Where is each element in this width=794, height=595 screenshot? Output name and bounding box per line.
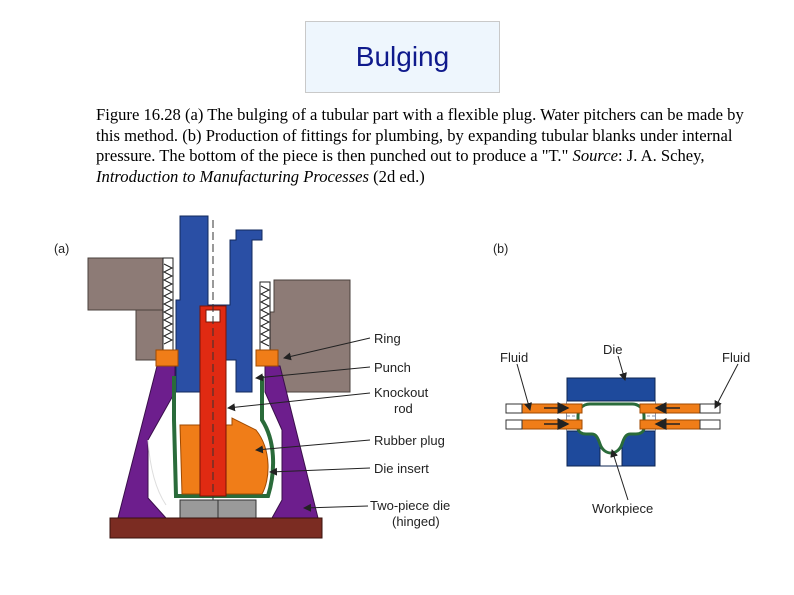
title-box: Bulging <box>305 21 500 93</box>
press-blocks <box>87 257 351 393</box>
two-piece-die <box>117 365 319 519</box>
fluid-pistons-b <box>505 402 721 430</box>
caption-text: Figure 16.28 (a) The bulging of a tubula… <box>96 105 744 165</box>
label-workpiece: Workpiece <box>592 501 653 516</box>
label-rubber-plug: Rubber plug <box>374 433 445 448</box>
figure-a: (a) <box>54 215 450 539</box>
panel-label-a: (a) <box>54 242 69 256</box>
caption-source-author: : J. A. Schey, <box>617 146 705 165</box>
label-die: Die <box>603 342 623 357</box>
label-knockout: Knockout <box>374 385 429 400</box>
knockout-rod <box>199 220 227 520</box>
slide-title: Bulging <box>355 41 450 72</box>
label-ring: Ring <box>374 331 401 346</box>
die-insert <box>172 376 276 498</box>
figure-b: (b) <box>493 242 750 516</box>
label-fluid-left: Fluid <box>500 350 528 365</box>
figure-caption: Figure 16.28 (a) The bulging of a tubula… <box>96 105 746 187</box>
ring <box>155 349 279 367</box>
panel-label-b: (b) <box>493 242 508 256</box>
label-two-piece-die: Two-piece die <box>370 498 450 513</box>
caption-edition: (2d ed.) <box>369 166 425 186</box>
leader-lines <box>227 337 371 512</box>
die-base <box>109 499 323 539</box>
label-knockout-rod: rod <box>394 401 413 416</box>
label-die-insert: Die insert <box>374 461 429 476</box>
label-fluid-right: Fluid <box>722 350 750 365</box>
label-punch: Punch <box>374 360 411 375</box>
leader-lines-b <box>516 355 739 501</box>
caption-source-label: Source <box>572 146 618 165</box>
caption-book-title: Introduction to Manufacturing Processes <box>96 166 369 186</box>
label-hinged: (hinged) <box>392 514 440 529</box>
